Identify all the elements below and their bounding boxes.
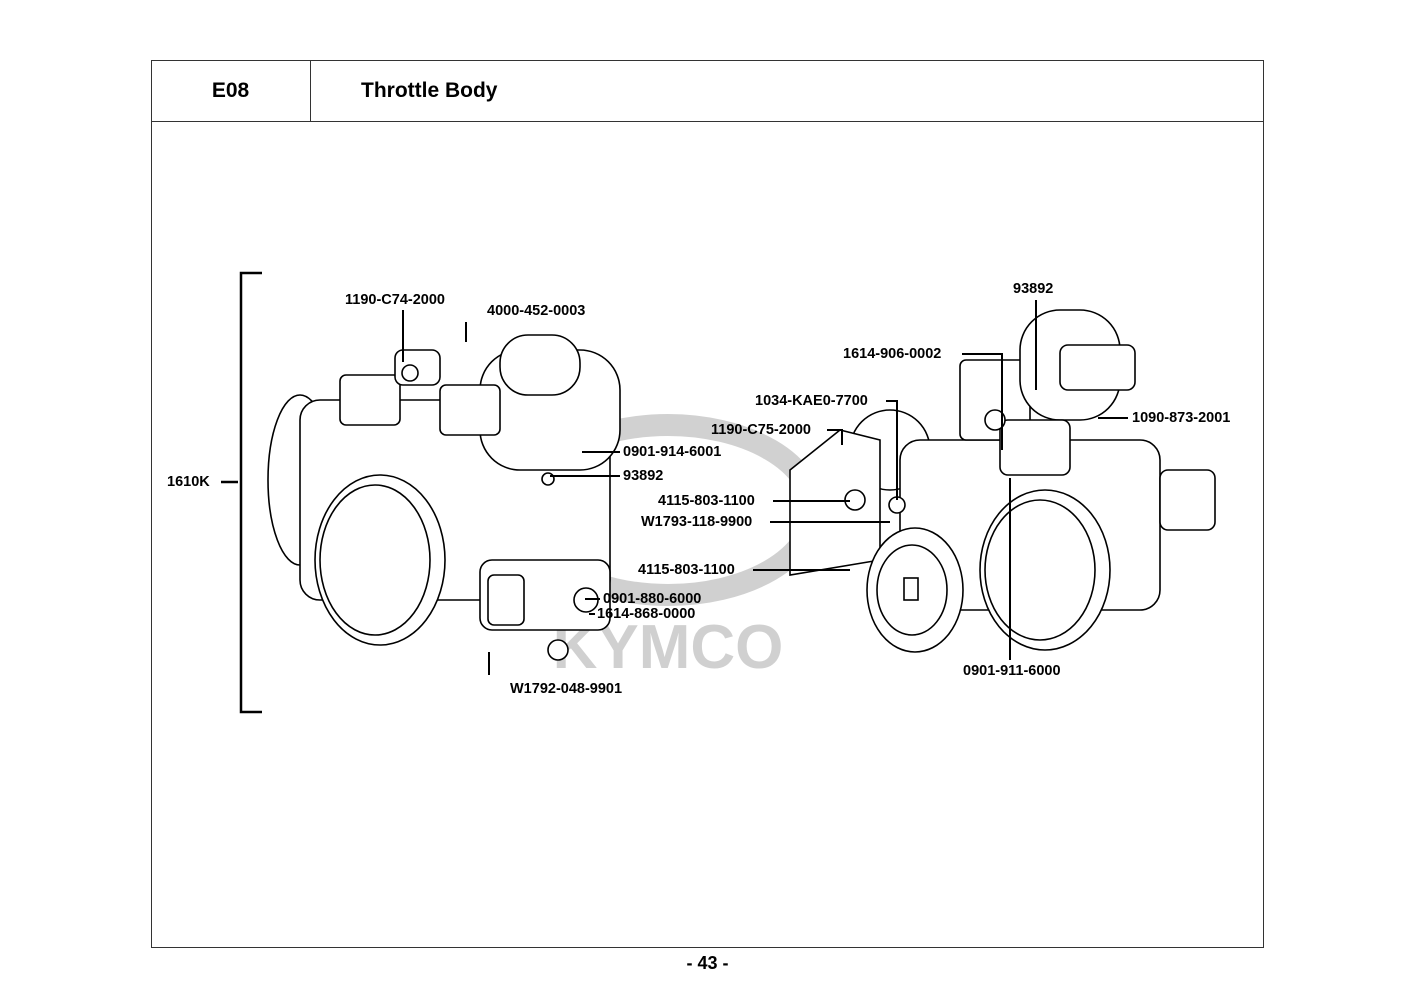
page-frame xyxy=(151,60,1264,948)
header-column-divider xyxy=(310,60,311,122)
part-label: 93892 xyxy=(623,468,664,484)
part-label: 4115-803-1100 xyxy=(658,493,755,509)
section-code: E08 xyxy=(211,79,250,102)
part-label: 1190-C74-2000 xyxy=(345,292,445,308)
assembly-bracket xyxy=(221,271,262,714)
header-divider xyxy=(151,121,1263,122)
throttle-body-left-view xyxy=(267,334,621,661)
leader-lines xyxy=(402,300,1128,675)
part-label: 4000-452-0003 xyxy=(487,303,586,319)
part-label: 0901-914-6001 xyxy=(623,444,722,460)
page-number: - 43 - xyxy=(686,953,729,973)
part-label: 1190-C75-2000 xyxy=(711,422,811,438)
part-label: 93892 xyxy=(1013,281,1054,297)
throttle-body-right-view xyxy=(789,309,1216,653)
page-title: Throttle Body xyxy=(361,79,498,102)
assembly-part-label: 1610K xyxy=(167,474,210,490)
part-label: W1793-118-9900 xyxy=(641,514,753,530)
part-label: 1090-873-2001 xyxy=(1132,410,1231,426)
part-label: 0901-911-6000 xyxy=(963,663,1061,679)
part-label: 1614-868-0000 xyxy=(597,606,696,622)
part-label: 1034-KAE0-7700 xyxy=(755,393,868,409)
part-label: 0901-880-6000 xyxy=(603,591,702,607)
part-label: W1792-048-9901 xyxy=(510,681,623,697)
part-label: 4115-803-1100 xyxy=(638,562,735,578)
part-label: 1614-906-0002 xyxy=(843,346,942,362)
